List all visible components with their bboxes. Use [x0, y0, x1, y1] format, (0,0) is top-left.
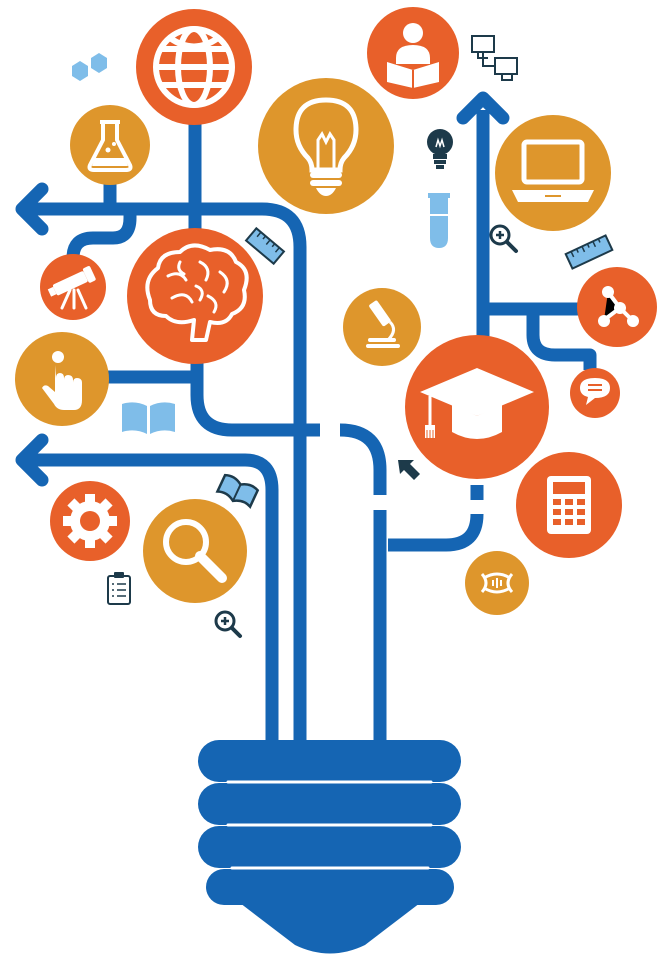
- touch-icon: [15, 332, 109, 426]
- zoom-in-icon: [214, 610, 242, 638]
- chat-icon: [570, 368, 620, 418]
- hexagons-icon: [72, 53, 107, 81]
- lightbulb-icon: [258, 78, 394, 214]
- graduation-cap-icon: [405, 335, 549, 479]
- magnifier-icon: [143, 499, 247, 603]
- ruler-icon: [564, 234, 614, 270]
- test-tube-icon: [428, 193, 450, 248]
- clipboard-icon: [107, 572, 131, 605]
- reader-icon: [367, 7, 459, 99]
- cursor-icon: [398, 460, 420, 480]
- ruler-icon: [244, 226, 286, 266]
- dna-icon: [465, 551, 529, 615]
- network-icon: [471, 35, 518, 81]
- microscope-icon: [343, 288, 421, 366]
- flask-icon: [70, 105, 150, 185]
- small-bulb-icon: [427, 129, 453, 169]
- bulb-base: [198, 740, 461, 954]
- open-book-icon: [122, 402, 175, 434]
- globe-icon: [136, 9, 252, 125]
- laptop-icon: [495, 115, 611, 231]
- left-arrow-top: [15, 182, 49, 236]
- book-icon: [215, 473, 260, 509]
- zoom-in-icon: [489, 224, 518, 253]
- up-arrow-right: [456, 91, 510, 125]
- molecule-icon: [577, 267, 657, 347]
- telescope-icon: [40, 254, 106, 320]
- gear-icon: [50, 481, 130, 561]
- brain-icon: [127, 228, 263, 364]
- left-arrow-bottom: [15, 433, 49, 487]
- calculator-icon: [516, 452, 622, 558]
- arrow-heads: [15, 91, 510, 487]
